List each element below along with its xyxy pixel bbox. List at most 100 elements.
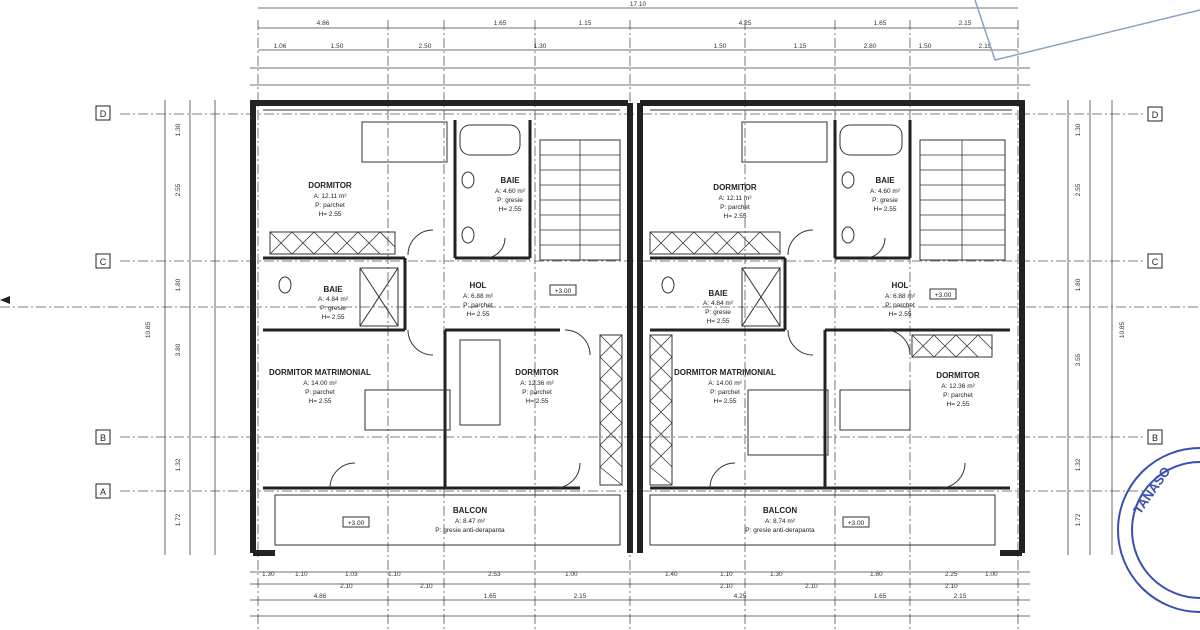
svg-text:2.80: 2.80 [864,43,877,50]
svg-text:1.50: 1.50 [919,43,932,50]
svg-text:BAIE: BAIE [708,289,728,298]
svg-text:A: 8.74 m²: A: 8.74 m² [765,518,796,525]
svg-text:DORMITOR: DORMITOR [515,368,559,377]
svg-text:4.86: 4.86 [314,593,327,600]
room-label-baie-4: BAIE A: 4.84 m² P: gresie H= 2.55 [703,289,734,325]
svg-text:P: parchet: P: parchet [885,302,915,309]
svg-text:1.30: 1.30 [534,43,547,50]
svg-text:H= 2.55: H= 2.55 [499,206,522,213]
svg-text:1.10: 1.10 [720,571,733,578]
svg-text:2.25: 2.25 [945,571,958,578]
svg-text:1.50: 1.50 [714,43,727,50]
svg-text:DORMITOR: DORMITOR [936,371,980,380]
svg-text:H= 2.55: H= 2.55 [707,318,730,325]
svg-text:BAIE: BAIE [323,285,343,294]
svg-text:A: 4.60 m²: A: 4.60 m² [495,188,526,195]
svg-text:A: 4.84 m²: A: 4.84 m² [703,300,734,307]
svg-text:C: C [1152,257,1159,267]
svg-text:P: gresie: P: gresie [497,197,523,204]
bottom-dimensions: 1.30 1.10 1.03 1.10 2.53 1.00 1.40 1.10 … [250,571,1030,617]
svg-text:H= 2.55: H= 2.55 [714,398,737,405]
svg-text:BALCON: BALCON [763,506,797,515]
svg-text:P: parchet: P: parchet [943,392,973,399]
svg-text:H= 2.55: H= 2.55 [889,311,912,318]
svg-text:P: parchet: P: parchet [720,204,750,211]
svg-text:BAIE: BAIE [875,176,895,185]
room-label-dormitor-2: DORMITOR A: 12.11 m² P: parchet H= 2.55 [713,183,757,220]
svg-text:BAIE: BAIE [500,176,520,185]
axis-label-D-left: D [95,105,111,121]
svg-text:1.30: 1.30 [770,571,783,578]
svg-text:2.15: 2.15 [954,593,967,600]
room-label-dormitor-1: DORMITOR A: 12.11 m² P: parchet H= 2.55 [308,181,352,218]
svg-text:1.00: 1.00 [565,571,578,578]
svg-text:H= 2.55: H= 2.55 [322,314,345,321]
svg-text:10.85: 10.85 [1119,321,1126,338]
svg-text:H= 2.55: H= 2.55 [724,213,747,220]
svg-text:A: 12.36 m²: A: 12.36 m² [941,383,975,390]
svg-text:P: parchet: P: parchet [522,389,552,396]
svg-text:2.15: 2.15 [574,593,587,600]
svg-text:1.10: 1.10 [295,571,308,578]
svg-text:D: D [1152,110,1159,120]
room-label-hol-2: HOL A: 6.88 m² P: parchet H= 2.55 [885,281,916,318]
svg-text:HOL: HOL [470,281,487,290]
svg-text:1.80: 1.80 [1075,278,1082,291]
svg-text:1.40: 1.40 [665,571,678,578]
svg-text:P: parchet: P: parchet [315,202,345,209]
svg-text:A: 8.47 m²: A: 8.47 m² [455,518,486,525]
stairs-right [919,139,1006,261]
svg-text:2.50: 2.50 [419,43,432,50]
svg-text:1.30: 1.30 [175,123,182,136]
top-right-paper-corner [974,0,1200,61]
svg-text:1.30: 1.30 [262,571,275,578]
svg-text:A: 12.11 m²: A: 12.11 m² [313,193,347,200]
svg-text:P: gresie: P: gresie [705,309,731,316]
svg-text:A: 12.36 m²: A: 12.36 m² [520,380,554,387]
balconies [274,494,996,546]
bathtub-left [459,124,521,156]
svg-text:B: B [1152,433,1158,443]
wardrobe-hatch [269,231,993,486]
svg-text:DORMITOR: DORMITOR [713,183,757,192]
svg-text:2.15: 2.15 [979,43,992,50]
svg-text:DORMITOR MATRIMONIAL: DORMITOR MATRIMONIAL [269,368,371,377]
svg-text:2.53: 2.53 [488,571,501,578]
svg-text:2.10: 2.10 [340,583,353,590]
svg-text:A: 6.88 m²: A: 6.88 m² [463,293,494,300]
svg-text:+3.00: +3.00 [555,288,572,295]
svg-text:17.10: 17.10 [630,1,647,8]
svg-text:A: 6.88 m²: A: 6.88 m² [885,293,916,300]
svg-text:1.00: 1.00 [985,571,998,578]
right-dimensions: 10.85 1.30 2.55 1.80 3.55 1.32 1.72 [1067,100,1126,555]
room-label-dormitor-3: DORMITOR A: 12.36 m² P: parchet H= 2.55 [515,368,559,405]
svg-text:D: D [100,109,107,119]
svg-text:1.10: 1.10 [388,571,401,578]
svg-text:1.32: 1.32 [1075,458,1082,471]
svg-text:H= 2.55: H= 2.55 [874,206,897,213]
svg-text:1.50: 1.50 [331,43,344,50]
exterior-walls [250,100,1025,556]
axis-label-C-left: C [95,253,111,269]
svg-text:1.30: 1.30 [1075,123,1082,136]
room-label-balcon-2: BALCON A: 8.74 m² P: gresie anti-derapan… [745,506,815,534]
beds [361,121,911,456]
svg-text:2.15: 2.15 [959,20,972,27]
level-markers: +3.00 +3.00 +3.00 +3.00 [342,284,957,528]
svg-text:A: 4.60 m²: A: 4.60 m² [870,188,901,195]
door-swings [329,229,966,489]
svg-text:H= 2.55: H= 2.55 [309,398,332,405]
svg-text:3.55: 3.55 [1075,353,1082,366]
svg-text:A: 14.00 m²: A: 14.00 m² [303,380,337,387]
svg-text:3.80: 3.80 [175,343,182,356]
axis-label-D-right: D [1147,106,1163,122]
svg-text:4.86: 4.86 [317,20,330,27]
svg-text:4.25: 4.25 [734,593,747,600]
room-label-baie-1: BAIE A: 4.60 m² P: gresie H= 2.55 [495,176,526,213]
verification-stamp: TANASO [1117,447,1200,613]
svg-text:+3.00: +3.00 [348,520,365,527]
svg-text:1.65: 1.65 [874,20,887,27]
room-label-dormitor-4: DORMITOR A: 12.36 m² P: parchet H= 2.55 [936,371,980,408]
top-dimensions: 17.10 4.86 1.65 1.15 4.25 1.65 2.15 1.06… [250,1,1030,86]
svg-text:2.10: 2.10 [945,583,958,590]
